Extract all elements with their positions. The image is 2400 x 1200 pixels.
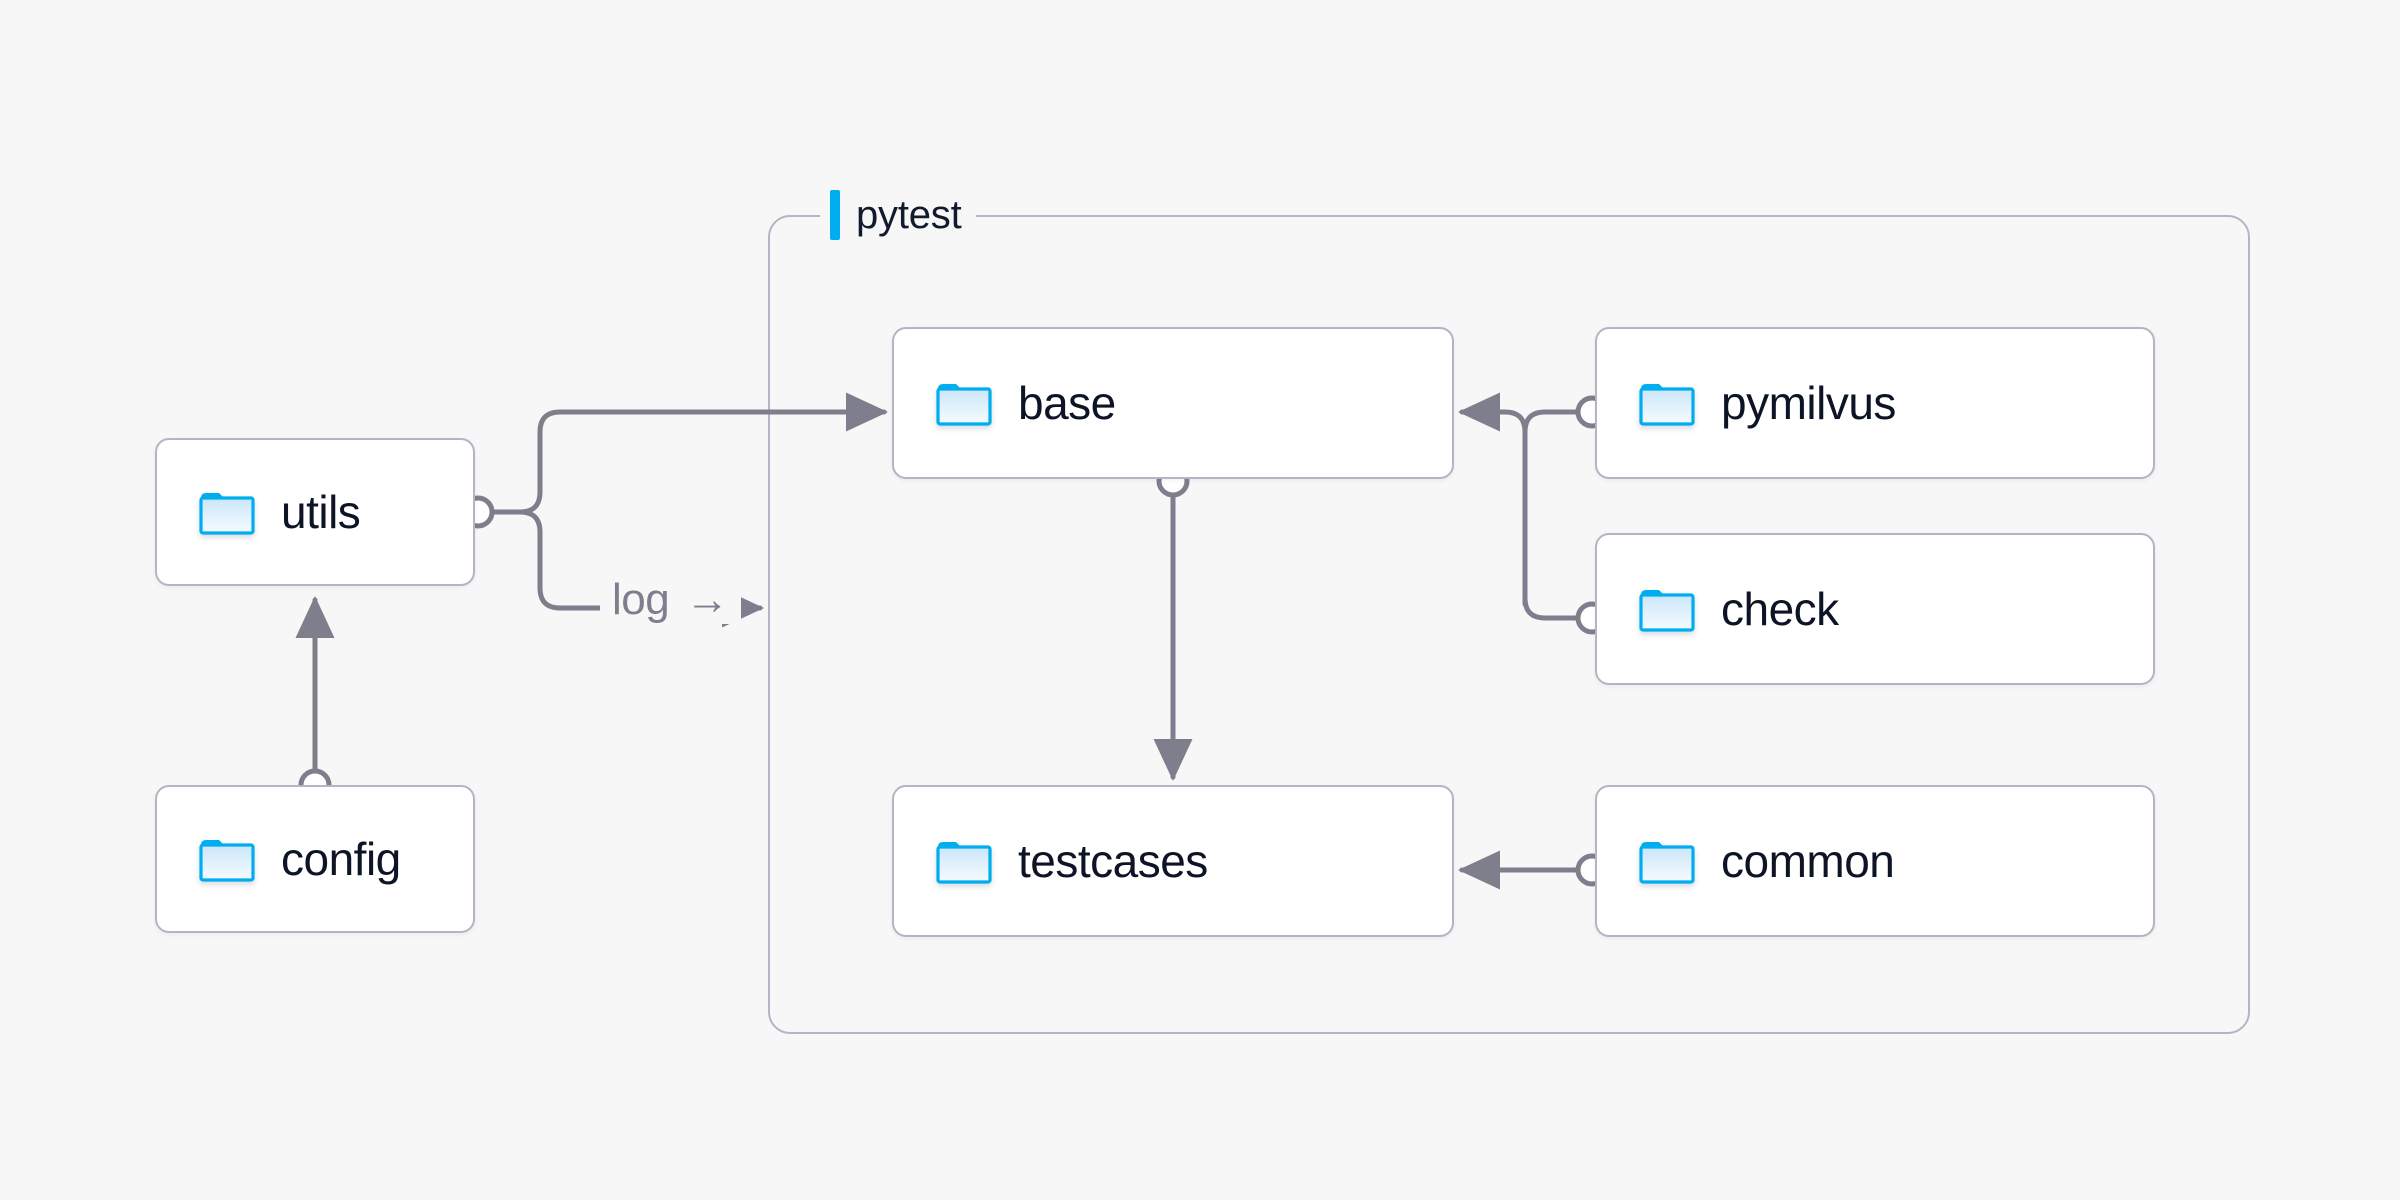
folder-icon <box>1639 842 1695 884</box>
node-utils[interactable]: utils <box>155 438 475 586</box>
folder-icon <box>936 842 992 884</box>
folder-icon <box>199 840 255 882</box>
folder-icon <box>1639 384 1695 426</box>
group-title-text: pytest <box>856 192 962 237</box>
node-label-testcases: testcases <box>1018 835 1208 887</box>
node-label-utils: utils <box>281 486 361 538</box>
node-label-check: check <box>1721 583 1839 635</box>
edge-pymilvus-to-base <box>1522 409 1581 607</box>
node-config[interactable]: config <box>155 785 475 933</box>
node-content-testcases: testcases <box>894 838 1208 884</box>
node-content-common: common <box>1597 835 1895 887</box>
node-label-config: config <box>281 833 401 885</box>
node-check[interactable]: check <box>1595 533 2155 685</box>
group-label-pytest: pytest <box>820 188 976 242</box>
arrow-right-icon: → <box>685 575 729 624</box>
node-content-pymilvus: pymilvus <box>1597 380 1896 426</box>
node-label-pymilvus: pymilvus <box>1721 377 1896 429</box>
node-content-base: base <box>894 380 1116 426</box>
node-label-base: base <box>1018 377 1116 429</box>
folder-icon <box>199 493 255 535</box>
edge-utils-to-log <box>517 509 603 611</box>
group-container-pytest <box>768 215 2250 1034</box>
folder-icon <box>936 384 992 426</box>
group-accent-bar <box>830 190 840 240</box>
node-content-check: check <box>1597 586 1839 632</box>
node-content-utils: utils <box>157 486 361 538</box>
edge-check-to-base <box>1457 392 1581 621</box>
edge-label-log-text: log <box>612 575 670 624</box>
edge-label-log: log → <box>600 576 741 624</box>
node-base[interactable]: base <box>892 327 1454 479</box>
folder-icon <box>1639 590 1695 632</box>
node-testcases[interactable]: testcases <box>892 785 1454 937</box>
node-pymilvus[interactable]: pymilvus <box>1595 327 2155 479</box>
node-common[interactable]: common <box>1595 785 2155 937</box>
edge-utils-to-base <box>517 392 889 515</box>
node-label-common: common <box>1721 835 1895 887</box>
node-content-config: config <box>157 836 401 882</box>
